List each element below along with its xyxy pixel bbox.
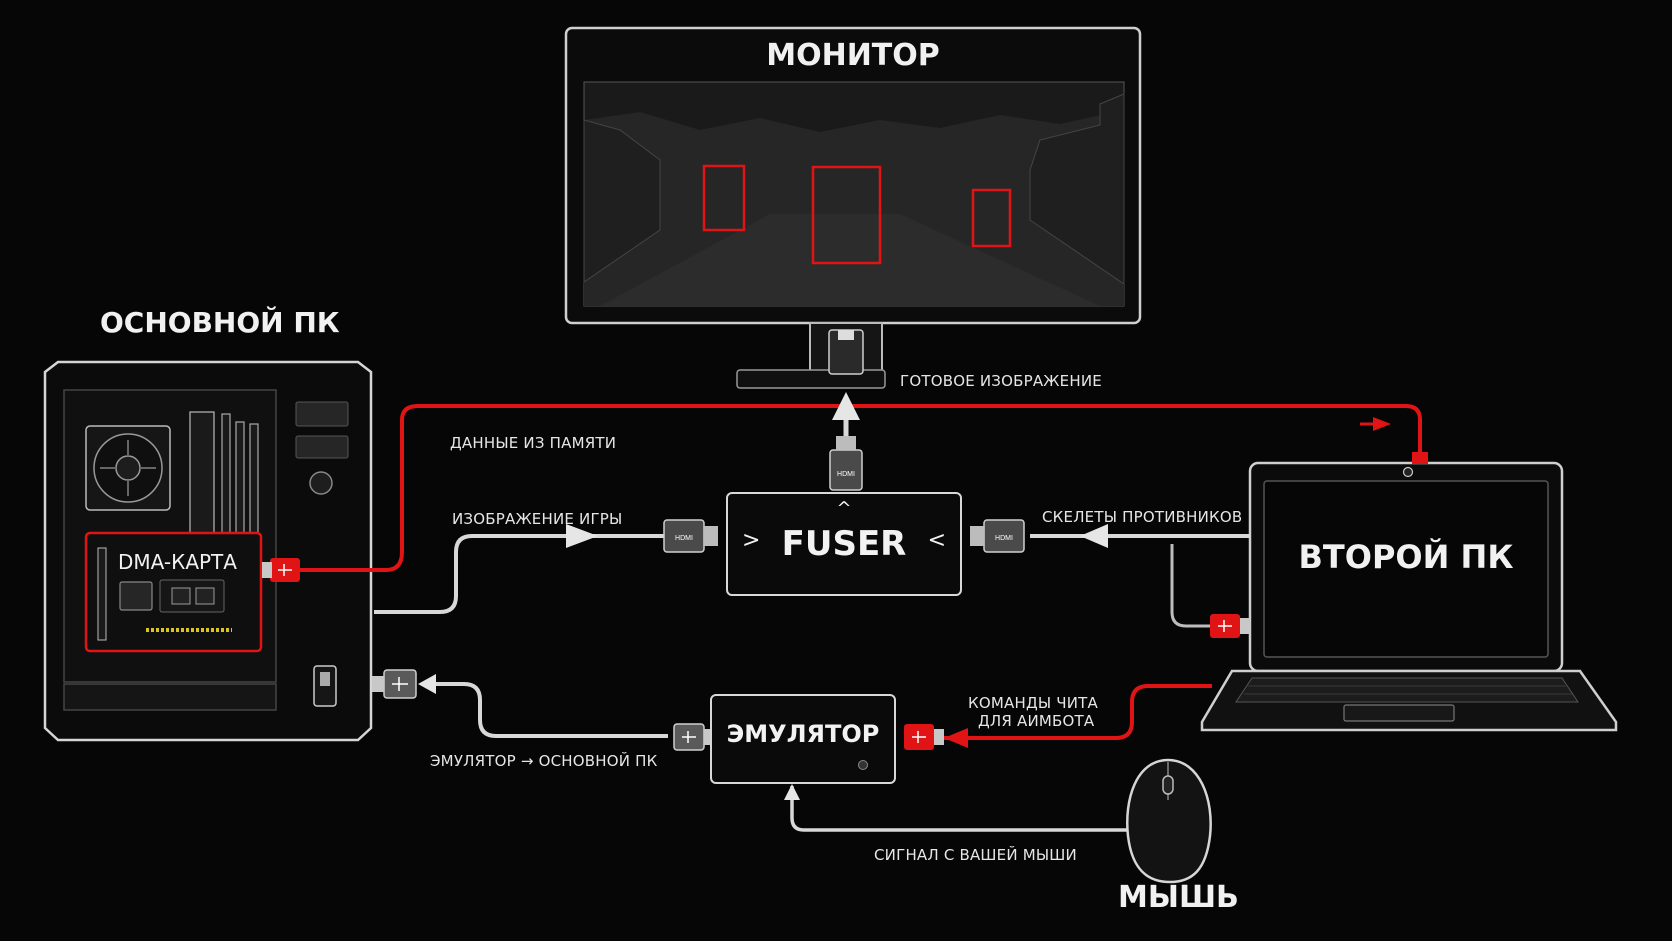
arrow-icon — [418, 674, 436, 694]
webcam-icon — [1402, 466, 1414, 478]
arrow-icon — [1080, 524, 1108, 548]
dma-card-label: DMA-КАРТА — [118, 550, 237, 574]
usb-icon — [673, 723, 712, 751]
usb-icon — [372, 669, 417, 699]
memory-data-label: ДАННЫЕ ИЗ ПАМЯТИ — [450, 434, 617, 452]
fuser-left-chevron-icon: > — [742, 528, 761, 553]
mouse-icon — [1126, 758, 1212, 884]
monitor-device — [564, 26, 1142, 389]
hdmi-text-right: HDMI — [995, 535, 1013, 542]
hdmi-text-left: HDMI — [675, 535, 693, 542]
hdmi-icon: HDMI — [970, 519, 1025, 553]
emulator-to-pc-label: ЭМУЛЯТОР → ОСНОВНОЙ ПК — [430, 752, 658, 770]
arrow-icon — [784, 784, 800, 800]
mouse-signal-wire — [790, 786, 1128, 832]
usb-icon — [1210, 614, 1250, 638]
main-pc-case — [43, 360, 373, 742]
hdmi-icon: HDMI — [663, 519, 718, 553]
fuser-device: FUSER > < ^ — [726, 492, 962, 596]
main-pc-title: ОСНОВНОЙ ПК — [100, 306, 340, 339]
game-image-label: ИЗОБРАЖЕНИЕ ИГРЫ — [452, 510, 623, 528]
emulator-led-icon — [858, 760, 868, 770]
usb-icon — [262, 558, 300, 582]
emulator-device: ЭМУЛЯТОР — [710, 694, 896, 784]
fuser-up-chevron-icon: ^ — [836, 498, 852, 519]
laptop-device — [1200, 461, 1618, 732]
emulator-to-pc-wire — [424, 682, 668, 738]
cheat-commands-wire — [944, 684, 1212, 740]
emulator-label: ЭМУЛЯТОР — [726, 720, 880, 748]
fuser-label: FUSER — [781, 524, 907, 564]
red-arrow-icon — [1373, 417, 1391, 431]
arrow-icon — [832, 392, 860, 420]
hdmi-text-top: HDMI — [837, 471, 855, 478]
enemy-skeletons-label: СКЕЛЕТЫ ПРОТИВНИКОВ — [1042, 508, 1243, 526]
hdmi-icon: HDMI — [829, 436, 863, 491]
ready-image-label: ГОТОВОЕ ИЗОБРАЖЕНИЕ — [900, 372, 1102, 390]
monitor-title: МОНИТОР — [766, 38, 940, 73]
cheat-commands-label-1: КОМАНДЫ ЧИТА — [968, 694, 1098, 712]
second-pc-title: ВТОРОЙ ПК — [1298, 538, 1514, 576]
mouse-signal-label: СИГНАЛ С ВАШЕЙ МЫШИ — [874, 846, 1077, 864]
arrow-icon — [566, 524, 598, 548]
memory-data-wire — [298, 404, 1422, 572]
red-arrow-icon — [944, 728, 968, 748]
game-image-wire — [374, 534, 664, 614]
fuser-right-chevron-icon: < — [927, 528, 946, 553]
cheat-commands-label-2: ДЛЯ АИМБОТА — [978, 712, 1095, 730]
mouse-title: МЫШЬ — [1118, 880, 1239, 915]
usb-icon — [904, 724, 944, 750]
